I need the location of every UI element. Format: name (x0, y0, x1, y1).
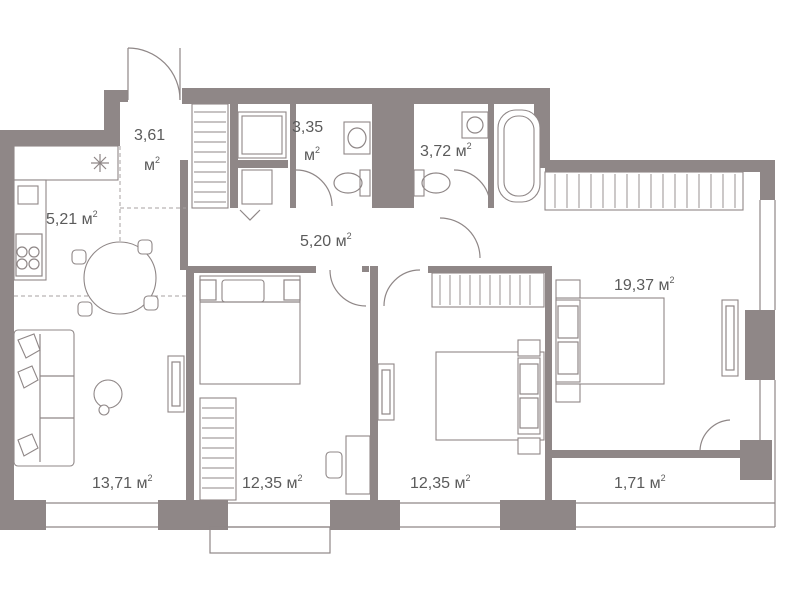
room-area-bath: 3,35 (292, 119, 323, 136)
wardrobes (191, 103, 744, 501)
room-area-corridor: 5,20 м2 (300, 231, 352, 250)
windows (13, 130, 776, 554)
room-area-balcony: 1,71 м2 (614, 473, 666, 492)
room-area-bedroom1: 12,35 м2 (242, 473, 303, 492)
area-labels: 3,61 м2 3,35 м2 3,72 м2 5,21 м2 5,20 м2 … (46, 119, 675, 492)
room-area-kitchen: 5,21 м2 (46, 209, 98, 228)
room-area-master: 19,37 м2 (614, 275, 675, 294)
room-area-hall: 3,61 (134, 127, 165, 144)
bathroom-fixtures (237, 109, 541, 205)
master-furniture (555, 279, 739, 403)
kitchen-fixtures (13, 145, 159, 317)
room-area-bath2: 3,72 м2 (420, 141, 472, 160)
bedroom2-furniture (435, 339, 545, 455)
living-furniture (13, 329, 185, 467)
room-unit-hall: м2 (144, 155, 160, 174)
room-area-living: 13,71 м2 (92, 473, 153, 492)
room-area-bedroom2: 12,35 м2 (410, 473, 471, 492)
bedroom1-furniture (199, 275, 395, 495)
snowflake-icon (91, 154, 109, 172)
room-unit-bath: м2 (304, 145, 320, 164)
doors (127, 47, 731, 451)
